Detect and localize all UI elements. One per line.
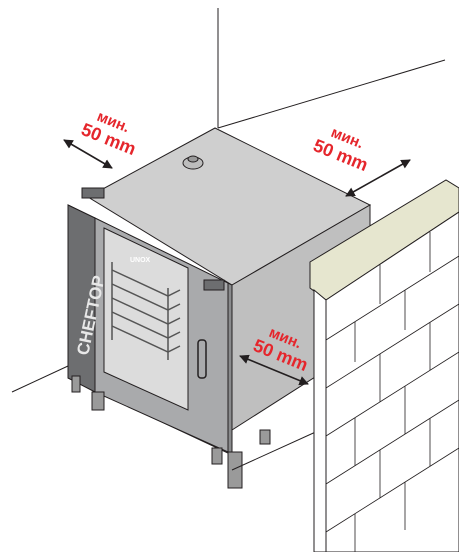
- door-hinge: [203, 279, 225, 291]
- brick-wall: [309, 179, 459, 552]
- door-glass: [103, 227, 189, 411]
- wall-side: [325, 211, 459, 552]
- wall-face: [313, 288, 327, 552]
- top-hinge: [81, 187, 105, 199]
- clearance-left: мин. 50 mm: [63, 108, 139, 169]
- wall-cap: [309, 179, 459, 301]
- brand-door: UNOX: [130, 257, 151, 264]
- clearance-arrow-left: [63, 139, 113, 169]
- oven-racks: [111, 262, 181, 360]
- oven-feet: [71, 375, 271, 489]
- clearance-arrow-side: [239, 354, 309, 386]
- stand-bar: [231, 429, 321, 471]
- room-corner: [11, 8, 446, 393]
- door-handle: [197, 339, 207, 379]
- clearance-arrow-right: [345, 159, 411, 197]
- brick-lines: [325, 232, 459, 552]
- vent-knob: [182, 155, 204, 170]
